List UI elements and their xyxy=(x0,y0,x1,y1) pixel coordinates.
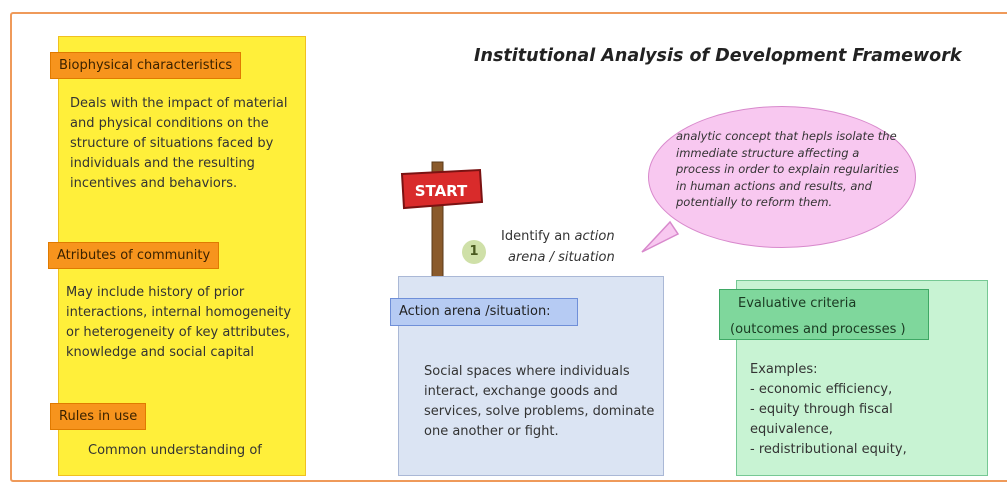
bubble-text: analytic concept that hepls isolate the … xyxy=(676,129,899,209)
step-number-badge: 1 xyxy=(462,240,486,264)
bubble-tail xyxy=(641,220,680,253)
step-text-line1: Identify an action xyxy=(501,229,615,244)
definition-bubble xyxy=(648,106,916,248)
criteria-label-line2: (outcomes and processes ) xyxy=(730,322,906,337)
start-sign-icon: START xyxy=(400,161,484,280)
action-arena-description: Social spaces where individuals interact… xyxy=(424,364,655,439)
criteria-item: - economic efficiency, xyxy=(750,382,893,397)
start-sign-text: START xyxy=(415,182,468,200)
step-text-line2: arena / situation xyxy=(508,250,615,265)
evaluative-criteria-label: Evaluative criteria (outcomes and proces… xyxy=(719,289,929,340)
rules-tag: Rules in use xyxy=(50,403,147,430)
biophysical-tag: Biophysical characteristics xyxy=(50,52,242,79)
criteria-item: - redistributional equity, xyxy=(750,442,907,457)
community-description: May include history of prior interaction… xyxy=(66,285,292,360)
page-title: Institutional Analysis of Development Fr… xyxy=(474,46,962,66)
biophysical-description: Deals with the impact of material and ph… xyxy=(70,96,288,191)
criteria-examples: Examples: - economic efficiency, - equit… xyxy=(750,360,980,460)
rules-description: Common understanding of xyxy=(88,443,262,458)
criteria-item: equivalence, xyxy=(750,422,833,437)
community-tag: Atributes of community xyxy=(48,242,220,269)
action-arena-label: Action arena /situation: xyxy=(390,298,578,326)
criteria-label-line1: Evaluative criteria xyxy=(738,296,857,311)
examples-heading: Examples: xyxy=(750,362,818,377)
criteria-item: - equity through fiscal xyxy=(750,402,893,417)
